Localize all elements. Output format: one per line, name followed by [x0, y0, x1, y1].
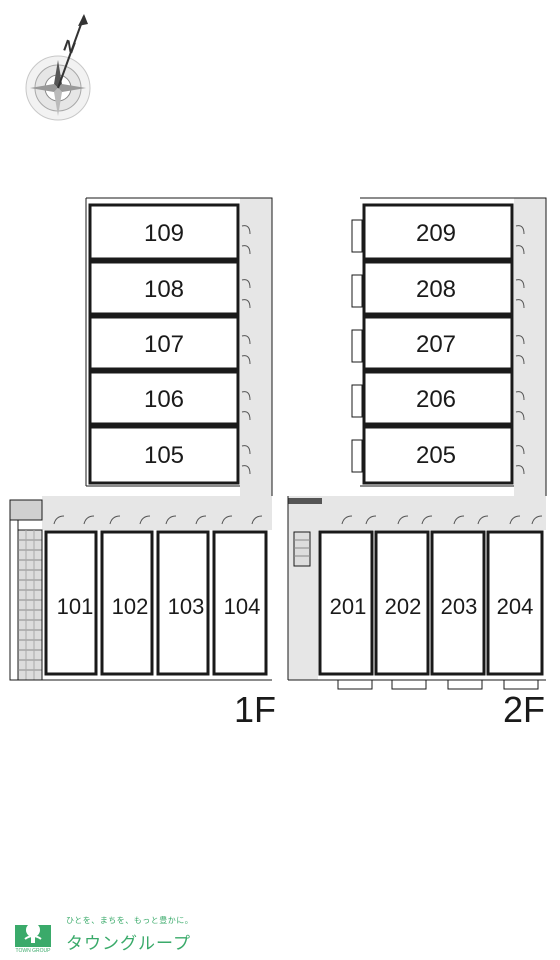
svg-text:101: 101 [57, 594, 94, 619]
unit-204: 204 [486, 530, 544, 676]
svg-text:206: 206 [416, 386, 456, 413]
svg-text:105: 105 [144, 442, 184, 469]
house-tree-logo-icon: TOWN GROUP [10, 914, 56, 954]
unit-209: 209 [362, 203, 514, 261]
unit-106: 106 [88, 370, 240, 426]
balcony [351, 219, 363, 473]
balcony [337, 679, 539, 690]
svg-text:202: 202 [385, 594, 422, 619]
unit-105: 105 [88, 425, 240, 485]
unit-208: 208 [362, 260, 514, 316]
unit-202: 202 [374, 530, 430, 676]
svg-text:201: 201 [330, 594, 367, 619]
svg-text:208: 208 [416, 276, 456, 303]
svg-text:102: 102 [112, 594, 149, 619]
unit-201: 201 [318, 530, 374, 676]
unit-206: 206 [362, 370, 514, 426]
floor-label-2f: 2F [503, 689, 545, 730]
door-swing-icon [341, 515, 543, 525]
svg-text:205: 205 [416, 442, 456, 469]
svg-text:107: 107 [144, 331, 184, 358]
svg-text:103: 103 [168, 594, 205, 619]
floor-1f-plan: 109 108 107 106 105 [9, 197, 276, 730]
staircase-icon [9, 499, 43, 681]
unit-107: 107 [88, 315, 240, 371]
svg-text:108: 108 [144, 276, 184, 303]
staircase-icon [288, 498, 322, 567]
unit-104: 104 [212, 530, 268, 676]
unit-109: 109 [88, 203, 240, 261]
unit-207: 207 [362, 315, 514, 371]
svg-text:104: 104 [224, 594, 261, 619]
door-swing-icon [53, 515, 263, 525]
brand-name: タウングループ [66, 934, 191, 954]
door-swing-icon [515, 225, 525, 475]
unit-108: 108 [88, 260, 240, 316]
unit-203: 203 [430, 530, 486, 676]
compass-north-label: N [61, 37, 78, 57]
floor-2f-plan: 209 208 207 206 205 [287, 197, 547, 730]
unit-101: 101 [44, 530, 98, 676]
door-swing-icon [241, 225, 251, 475]
svg-text:207: 207 [416, 331, 456, 358]
svg-text:203: 203 [441, 594, 478, 619]
svg-text:209: 209 [416, 220, 456, 247]
logo-text: TOWN GROUP [15, 948, 51, 954]
unit-205: 205 [362, 425, 514, 485]
floor-label-1f: 1F [234, 689, 276, 730]
svg-text:106: 106 [144, 386, 184, 413]
svg-text:109: 109 [144, 220, 184, 247]
svg-text:204: 204 [497, 594, 534, 619]
footer-brand: TOWN GROUP ひとを、まちを、もっと豊かに。 タウングループ [10, 910, 193, 954]
unit-103: 103 [156, 530, 210, 676]
brand-tagline: ひとを、まちを、もっと豊かに。 [66, 916, 194, 925]
unit-102: 102 [100, 530, 154, 676]
compass-icon: N [25, 14, 91, 121]
